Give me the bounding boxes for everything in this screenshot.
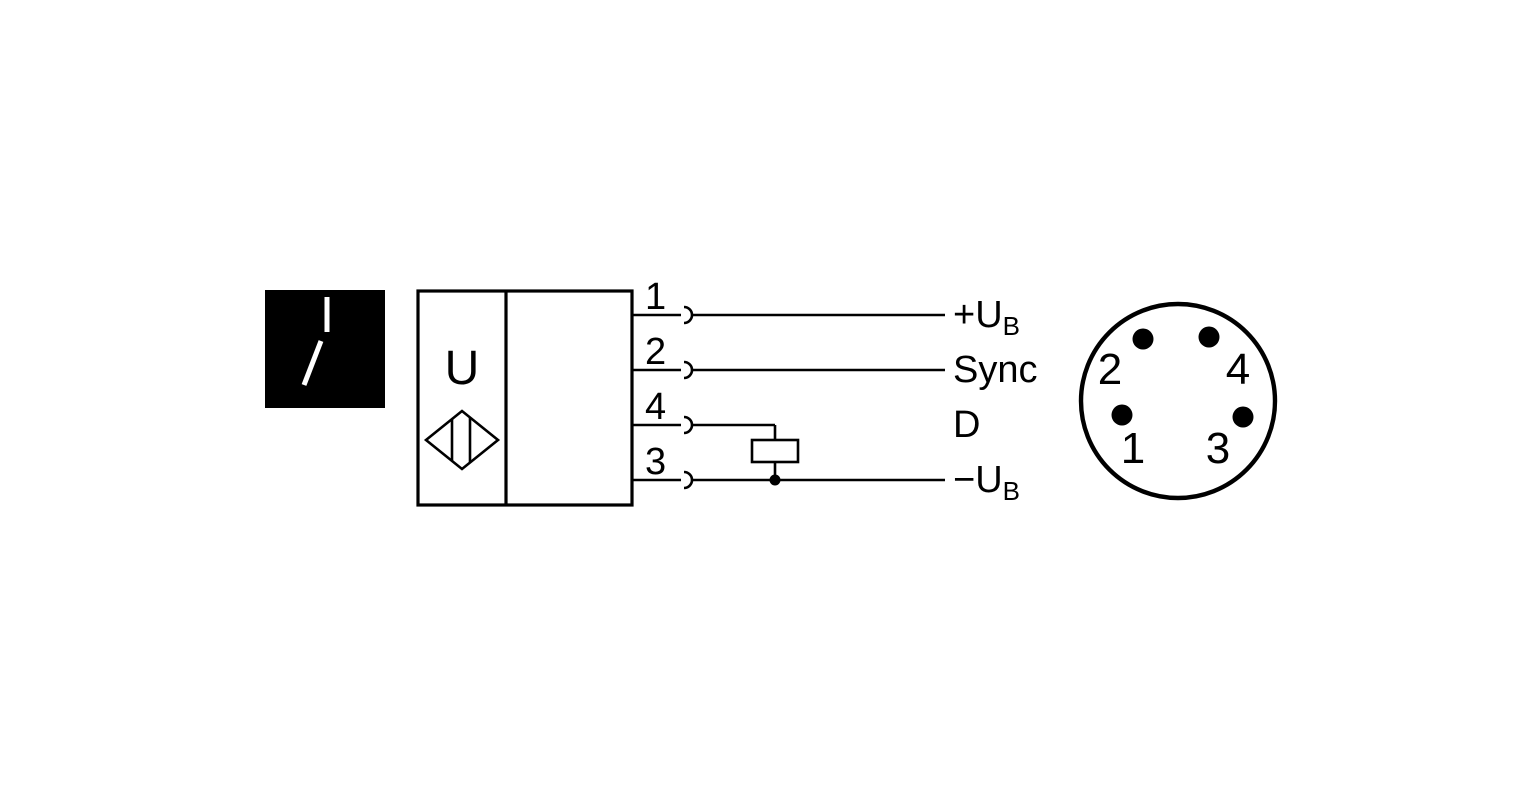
signal-label: +UB <box>953 294 1020 341</box>
connector-pin-number-4: 4 <box>1226 345 1250 394</box>
connector-pin-dot-top-left <box>1132 328 1154 350</box>
signal-main: Sync <box>953 349 1037 391</box>
contact-arc-icon <box>683 305 694 325</box>
sensor-type-letter: U <box>445 342 480 395</box>
wire-row-pin4: 4 D <box>632 386 980 486</box>
diamond-outline <box>423 409 501 471</box>
signal-label: D <box>953 404 980 446</box>
wire-row-pin2: 2 Sync <box>632 331 1037 391</box>
sensor-diamond-icon <box>423 409 501 471</box>
contact-arc-icon <box>683 360 694 380</box>
pin-number-label: 2 <box>645 331 666 373</box>
connector-pinout-view: 2 4 1 3 <box>1078 301 1278 501</box>
wire-row-pin3: 3 −UB <box>632 441 1020 506</box>
connector-pin-dot-top-right <box>1198 326 1220 348</box>
contact-arc-icon <box>683 470 694 490</box>
load-resistor-icon <box>750 438 800 464</box>
signal-label: −UB <box>953 459 1020 506</box>
connector-pin-number-3: 3 <box>1206 424 1230 473</box>
switching-output-icon <box>265 290 385 408</box>
connector-circle <box>1078 301 1278 501</box>
sensor-body: U <box>416 289 634 507</box>
connector-pin-number-1: 1 <box>1121 424 1145 473</box>
connector-pin-dot-bottom-left <box>1111 404 1133 426</box>
pin-number-label: 4 <box>645 386 666 428</box>
signal-label: Sync <box>953 349 1037 391</box>
switch-blade-line <box>301 340 324 386</box>
pin-number-label: 1 <box>645 276 666 318</box>
wire-row-pin1: 1 +UB <box>632 276 1020 341</box>
sensor-outline-box <box>416 289 634 507</box>
signal-main: −U <box>953 459 1003 501</box>
connector-pin-number-2: 2 <box>1098 345 1122 394</box>
signal-subscript: B <box>1003 476 1020 506</box>
contact-arc-icon <box>683 415 694 435</box>
signal-main: D <box>953 404 980 446</box>
connector-pin-dot-bottom-right <box>1232 406 1254 428</box>
pin-number-label: 3 <box>645 441 666 483</box>
signal-subscript: B <box>1003 311 1020 341</box>
signal-main: +U <box>953 294 1003 336</box>
